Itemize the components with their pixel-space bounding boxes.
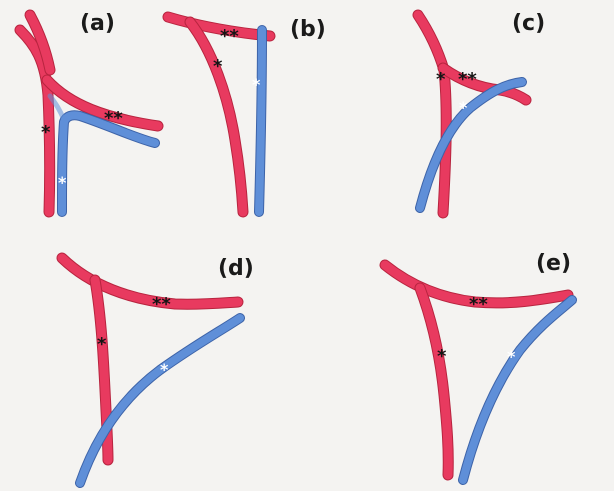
panel-d-artery [56,252,244,466]
panel-e-artery [379,259,574,481]
panel-b-double-marker: ** [220,26,239,47]
panel-c-label: (c) [512,11,545,36]
panel-e-vein [458,295,577,485]
panel-d-double-marker: ** [152,294,171,315]
panel-d-artery-branch [57,253,243,309]
panel-a-vein-connector [47,93,67,123]
panel-e-artery-main-trunk [415,283,453,480]
panel-c: * ** * (c) [412,9,545,219]
panel-d-vein-marker: * [160,360,169,379]
panel-a-double-marker: ** [104,108,123,129]
panel-c-double-marker: ** [458,69,477,90]
panel-c-vein [415,77,527,213]
panel-a-label: (a) [80,11,115,36]
panel-b-single-marker: * [213,56,223,77]
panel-d-vein [75,313,245,488]
panel-e-artery-branch [380,260,573,308]
panel-e: ** * * (e) [379,251,577,485]
panel-b-vein-vessel [255,26,266,216]
panel-e-label: (e) [536,251,571,276]
panel-a-vein [47,93,160,217]
panel-d-vein-vessel [76,314,244,487]
panel-e-vein-vessel [459,296,576,484]
panel-c-artery-main-trunk [413,10,451,218]
panel-a-artery-branch [42,75,163,131]
panel-b-vein-marker: * [252,75,261,94]
panel-d-label: (d) [218,256,254,281]
panel-a-vein-vessel [58,111,159,216]
panel-d-single-marker: * [97,334,107,355]
panel-a-vein-marker: * [58,173,67,192]
panel-a-artery-upper-stem [25,10,55,75]
panel-d-artery-main-trunk [90,275,113,465]
panel-e-single-marker: * [437,346,447,367]
panel-a: ** * * (a) [14,9,164,218]
panel-e-double-marker: ** [469,294,488,315]
panel-e-vein-marker: * [507,347,516,366]
panel-d: ** * * (d) [56,252,254,488]
panel-b-vein [254,25,267,217]
panel-c-vein-marker: * [459,98,468,117]
panel-b-label: (b) [290,17,326,42]
panel-b-artery-main-trunk [185,17,248,217]
panel-b: ** * * (b) [162,11,326,218]
panel-a-single-marker: * [41,122,51,143]
panel-c-single-marker: * [436,69,446,90]
panel-c-vein-vessel [416,78,526,212]
